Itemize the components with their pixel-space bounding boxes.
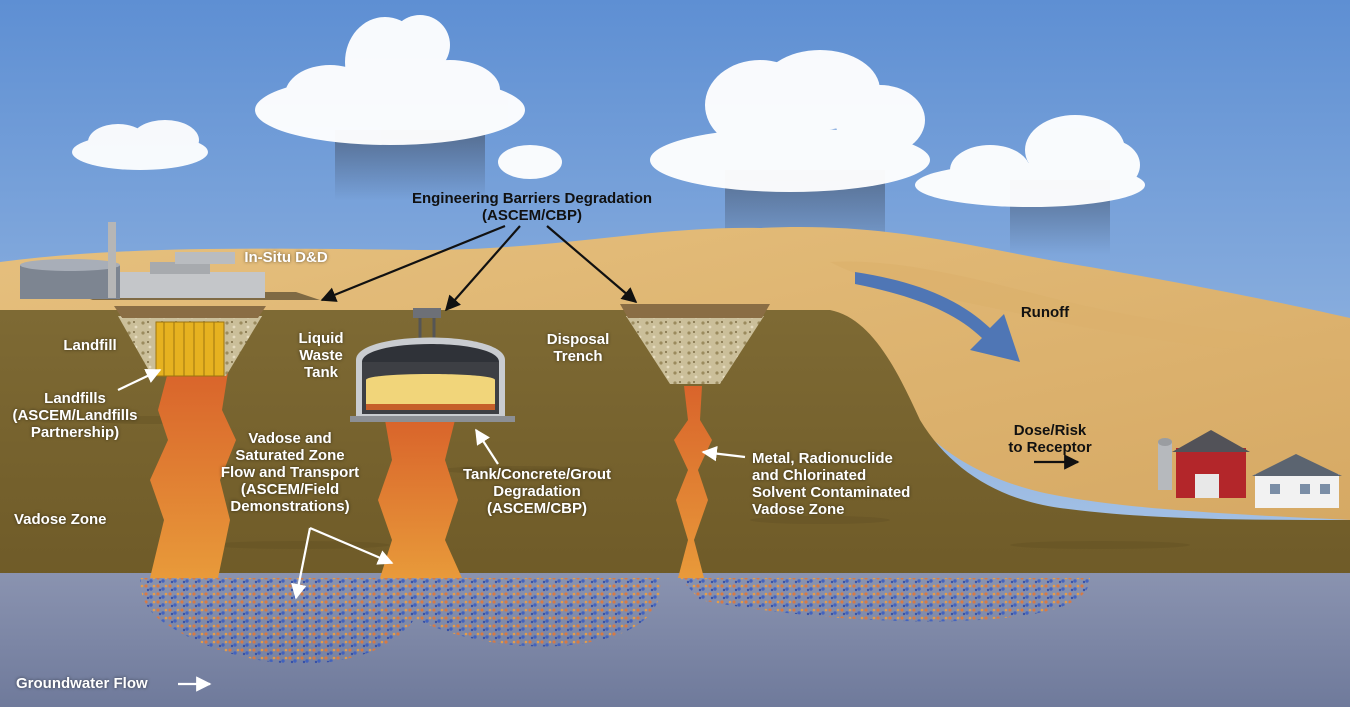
vadose-zone-label: Vadose Zone — [14, 511, 107, 528]
groundwater-contamination — [140, 578, 1090, 664]
landfill-liner — [155, 321, 225, 377]
disposal-trench — [620, 304, 770, 384]
landfill-pit — [114, 306, 266, 377]
landfill-label: Landfill — [63, 337, 117, 354]
engineering-barriers-label: Engineering Barriers Degradation (ASCEM/… — [411, 190, 653, 224]
metal-radionuclide-label: Metal, Radionuclide and Chlorinated Solv… — [752, 450, 911, 518]
liquid-waste-tank-label: Liquid Waste Tank — [298, 330, 344, 381]
black-arrows — [320, 224, 1080, 470]
cloud — [915, 115, 1145, 207]
clouds — [72, 15, 1145, 207]
white-arrows — [117, 369, 746, 692]
vadose-soil — [0, 310, 1350, 578]
vadose-saturated-label: Vadose and Saturated Zone Flow and Trans… — [220, 430, 360, 515]
cloud — [72, 120, 208, 170]
farm — [1158, 430, 1342, 508]
plumes — [150, 372, 712, 578]
in-situ-dd-label: In-Situ D&D — [244, 249, 328, 266]
tank-degradation-label: Tank/Concrete/Grout Degradation (ASCEM/C… — [462, 466, 612, 517]
dose-risk-label: Dose/Risk to Receptor — [1008, 422, 1092, 456]
sand-ridge — [830, 261, 1350, 360]
disposal-trench-label: Disposal Trench — [546, 331, 610, 365]
cloud — [255, 15, 562, 179]
tank — [350, 308, 515, 422]
runoff-label: Runoff — [1020, 304, 1070, 321]
runoff-arrow — [855, 272, 1020, 362]
groundwater-flow-label: Groundwater Flow — [16, 675, 148, 692]
facility — [20, 222, 320, 300]
cloud — [650, 50, 930, 192]
landfills-partnership-label: Landfills (ASCEM/Landfills Partnership) — [12, 390, 138, 441]
